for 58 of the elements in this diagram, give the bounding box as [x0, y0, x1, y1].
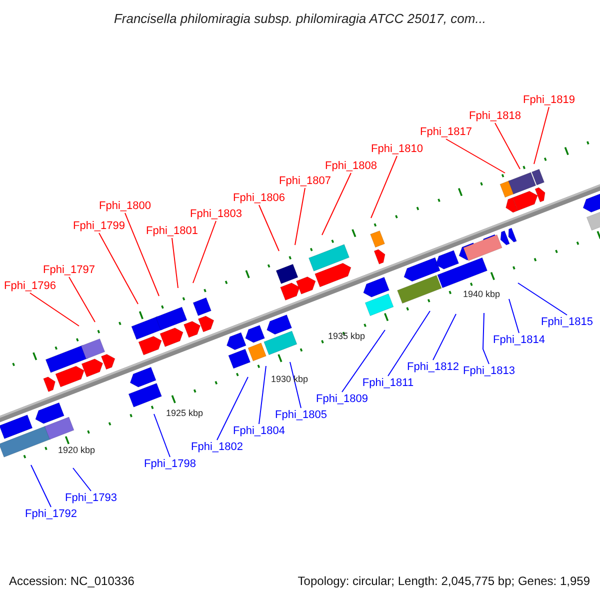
- leader-line: [30, 464, 52, 508]
- gene-label: Fphi_1803: [188, 207, 244, 221]
- gene-label: Fphi_1813: [461, 364, 517, 378]
- gene-label: Fphi_1798: [142, 457, 198, 471]
- gene-label: Fphi_1805: [273, 408, 329, 422]
- gene-label: Fphi_1802: [189, 440, 245, 454]
- leader-line: [370, 156, 398, 218]
- leader-line: [294, 188, 306, 246]
- leader-line: [518, 282, 568, 316]
- leader-line: [290, 362, 302, 408]
- map-title: Francisella philomiragia subsp. philomiragia ATCC 25017, com...: [112, 11, 488, 26]
- scale-label: 1935 kbp: [328, 331, 366, 342]
- leader-line: [534, 106, 550, 164]
- leader-line: [388, 310, 430, 376]
- leader-line: [494, 122, 520, 170]
- gene-label: Fphi_1806: [231, 191, 287, 205]
- leader-line: [258, 204, 280, 252]
- gene-label: Fphi_1804: [231, 424, 287, 438]
- leader-line: [72, 468, 92, 492]
- leader-line: [322, 172, 352, 236]
- gene-label: Fphi_1812: [405, 360, 461, 374]
- gene-label: Fphi_1796: [2, 279, 58, 293]
- gene-label: Fphi_1797: [41, 263, 97, 277]
- gene-label: Fphi_1809: [314, 392, 370, 406]
- scale-label: 1925 kbp: [166, 408, 204, 419]
- leader-line: [482, 312, 490, 364]
- gene-label: Fphi_1792: [23, 507, 79, 521]
- gene-label: Fphi_1815: [539, 315, 595, 329]
- leader-line: [446, 138, 506, 174]
- gene-label: Fphi_1818: [467, 109, 523, 123]
- leader-line: [124, 212, 160, 296]
- gene-label: Fphi_1814: [491, 333, 547, 347]
- gene-label: Fphi_1819: [521, 93, 577, 107]
- gene-label: Fphi_1801: [144, 224, 200, 238]
- leader-line: [216, 376, 248, 440]
- topology-text: Topology: circular; Length: 2,045,775 bp; Genes: 1,959: [298, 574, 590, 588]
- leader-line: [258, 366, 266, 424]
- leader-line: [432, 314, 456, 360]
- leader-line: [192, 220, 216, 284]
- leader-line: [68, 276, 96, 322]
- gene-label: Fphi_1807: [277, 174, 333, 188]
- gene-label: Fphi_1811: [360, 376, 416, 390]
- leader-line: [98, 232, 138, 304]
- leader-line: [154, 414, 170, 458]
- scale-label: 1940 kbp: [463, 289, 500, 300]
- gene-label: Fphi_1817: [418, 125, 474, 139]
- scale-label: 1930 kbp: [271, 374, 308, 385]
- gene-label: Fphi_1793: [63, 491, 119, 505]
- gene-label: Fphi_1799: [71, 219, 127, 233]
- gene-label: Fphi_1800: [97, 199, 153, 213]
- gene-label: Fphi_1808: [323, 159, 379, 173]
- scale-label: 1920 kbp: [58, 445, 96, 456]
- leader-line: [342, 330, 386, 392]
- leader-line: [172, 238, 178, 288]
- accession-text: Accession: NC_010336: [9, 574, 134, 588]
- leader-line: [508, 298, 520, 334]
- leader-line: [30, 292, 80, 326]
- gene-label: Fphi_1810: [369, 142, 425, 156]
